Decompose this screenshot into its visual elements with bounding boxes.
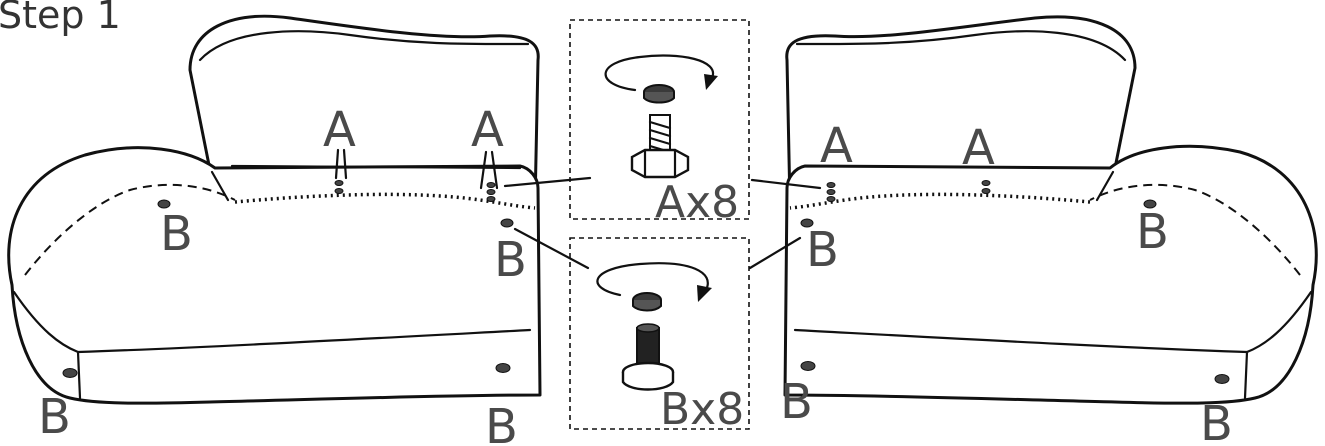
holes [62,180,1230,384]
hardware-b-box: Bx8 [569,237,750,435]
hole-b [62,368,78,378]
hole-b [495,363,511,373]
label-a: A [323,102,356,158]
hole-b [1143,199,1157,209]
step-title: Step 1 [0,0,121,37]
left-sofa-section [7,14,542,405]
label-b: B [780,374,813,430]
a-pointers [334,148,822,270]
b-quantity-label: Bx8 [660,384,744,435]
holes-a-right-1 [826,182,836,202]
label-b: B [494,232,527,288]
holes-a-left-1 [334,180,344,194]
a-quantity-label: Ax8 [655,177,739,228]
hole-b [157,199,171,209]
hardware-a-box: Ax8 [569,19,750,228]
right-seat [783,144,1318,405]
label-b: B [160,206,193,262]
label-a: A [962,120,995,176]
label-b: B [1200,396,1233,446]
right-sofa-section [783,15,1318,405]
label-b: B [806,222,839,278]
left-seat [7,146,542,405]
holes-a-left-2 [486,182,496,202]
hole-b [800,218,814,228]
hole-b [800,361,816,371]
label-b: B [38,389,71,445]
part-labels: A A A A B B B B B B B B [38,102,1233,446]
label-b: B [1136,204,1169,260]
label-a: A [471,102,504,158]
right-backrest [785,15,1137,207]
holes-a-right-2 [981,180,991,194]
label-a: A [820,118,853,174]
hole-b [1214,374,1230,384]
left-backrest [188,14,540,207]
label-b: B [485,399,518,446]
hole-b [500,218,514,228]
